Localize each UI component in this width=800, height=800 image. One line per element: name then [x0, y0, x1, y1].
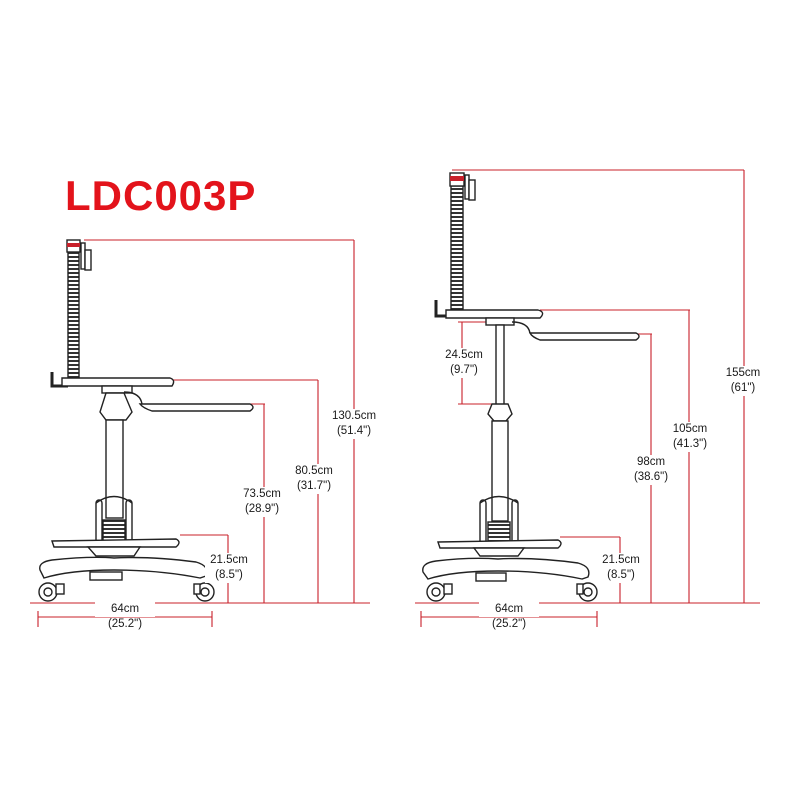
dim-left-width: 64cm (25.2") — [95, 602, 155, 632]
keyboard-tray — [138, 403, 254, 412]
dim-right-total: 155cm (61") — [716, 366, 770, 396]
base — [422, 557, 590, 580]
monitor-pole — [434, 172, 476, 318]
casters-left — [38, 582, 215, 602]
dim-right-width: 64cm (25.2") — [479, 602, 539, 632]
dim-right-keyboard-tray-in: (38.6") — [633, 471, 669, 483]
dim-right-total-cm: 155cm — [725, 367, 761, 379]
dim-left-keyboard-tray-cm: 73.5cm — [243, 488, 281, 500]
dim-right-keyboard-tray: 98cm (38.6") — [624, 455, 678, 485]
dim-left-footrest: 21.5cm (8.5") — [205, 553, 253, 583]
dim-right-footrest-cm: 21.5cm — [602, 554, 640, 566]
dim-left-keyboard-tray: 73.5cm (28.9") — [232, 487, 292, 517]
casters-right — [426, 582, 598, 602]
model-title: LDC003P — [65, 172, 257, 219]
dim-right-width-cm: 64cm — [479, 602, 539, 617]
cart-drawing-lowered — [30, 239, 370, 627]
upper-tray — [61, 377, 175, 387]
dim-right-total-in: (61") — [730, 382, 756, 394]
dim-right-adjust-range-cm: 24.5cm — [445, 349, 483, 361]
dim-left-width-in: (25.2") — [107, 618, 143, 630]
dim-left-total-cm: 130.5cm — [331, 410, 377, 422]
dim-left-width-cm: 64cm — [95, 602, 155, 617]
dim-right-footrest-in: (8.5") — [607, 569, 635, 581]
dim-left-total: 130.5cm (51.4") — [324, 409, 384, 439]
base — [39, 556, 208, 579]
dim-right-footrest: 21.5cm (8.5") — [597, 553, 645, 583]
dim-right-adjust-range: 24.5cm (9.7") — [440, 348, 488, 378]
dim-left-upper-tray: 80.5cm (31.7") — [284, 464, 344, 494]
dim-left-upper-tray-cm: 80.5cm — [295, 465, 333, 477]
footrest — [51, 538, 180, 548]
dim-right-width-in: (25.2") — [491, 618, 527, 630]
dim-right-keyboard-tray-cm: 98cm — [636, 456, 666, 468]
monitor-pole — [50, 239, 92, 388]
dim-left-footrest-cm: 21.5cm — [210, 554, 248, 566]
dim-right-upper-tray: 105cm (41.3") — [665, 422, 715, 452]
cart-drawing-raised — [415, 169, 760, 627]
keyboard-tray — [528, 332, 640, 341]
dim-right-adjust-range-in: (9.7") — [450, 364, 478, 376]
dim-right-upper-tray-in: (41.3") — [672, 438, 708, 450]
dim-left-keyboard-tray-in: (28.9") — [244, 503, 280, 515]
dim-left-total-in: (51.4") — [336, 425, 372, 437]
dim-right-upper-tray-cm: 105cm — [672, 423, 708, 435]
upper-tray — [445, 309, 544, 319]
dim-left-upper-tray-in: (31.7") — [296, 480, 332, 492]
footrest — [437, 539, 562, 549]
dim-left-footrest-in: (8.5") — [215, 569, 243, 581]
